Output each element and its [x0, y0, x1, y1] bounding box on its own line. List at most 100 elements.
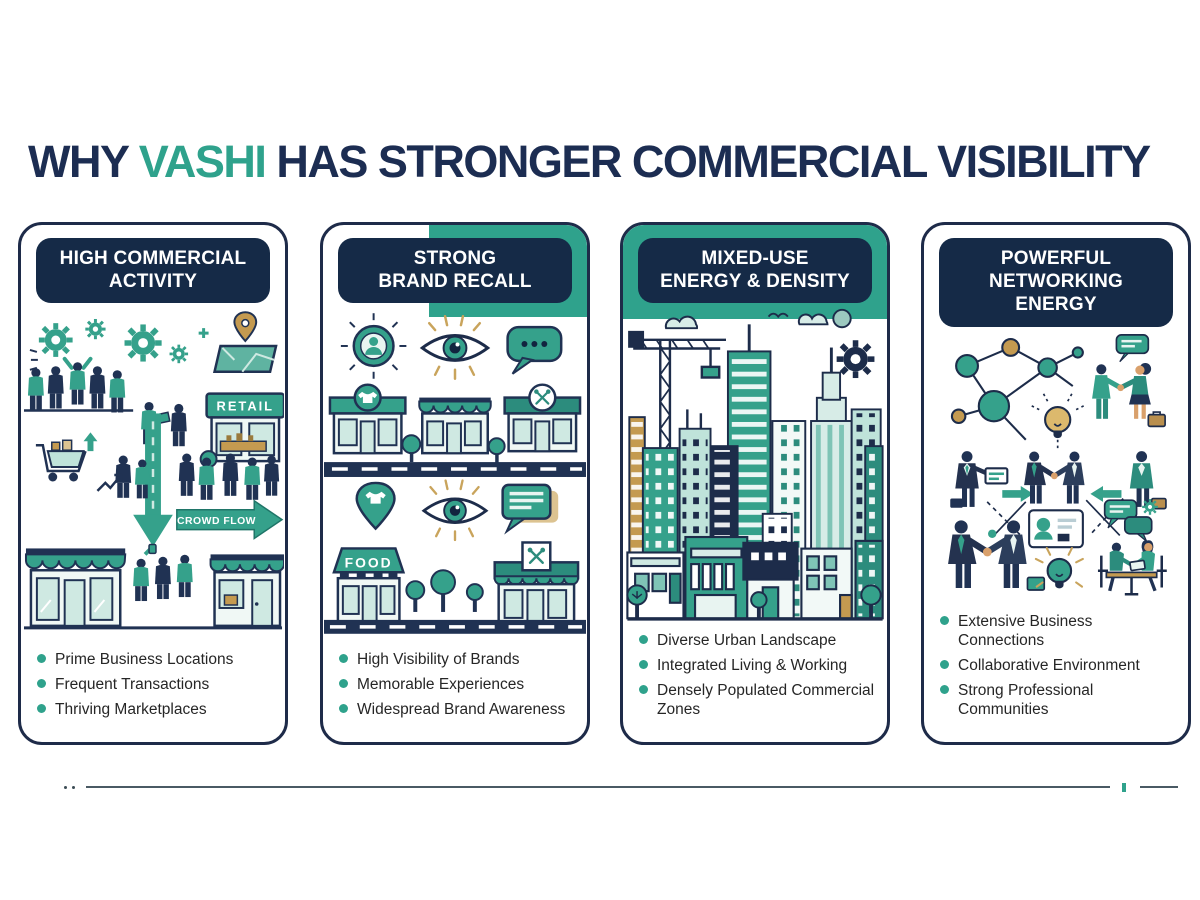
- bullet-text: Frequent Transactions: [55, 676, 210, 694]
- card4-bullets: Extensive Business Connections Collabora…: [924, 605, 1188, 742]
- up-arrow-icon: [83, 432, 98, 452]
- bullet-dot: [37, 654, 46, 664]
- meeting-table-group: [1097, 539, 1167, 595]
- card2-illustration: FOOD: [323, 303, 587, 643]
- tshirt-storefront: [328, 383, 407, 455]
- bullet-item: Frequent Transactions: [37, 676, 275, 695]
- arrow-left-icon: [1090, 485, 1122, 502]
- bullet-dot: [940, 685, 949, 695]
- brand-recall-scene: FOOD: [324, 313, 586, 635]
- card4-header: POWERFUL NETWORKING ENERGY: [939, 238, 1173, 327]
- divider-dot: [64, 786, 67, 789]
- road-upper: [324, 462, 586, 478]
- card3-header: MIXED-USE ENERGY & DENSITY: [638, 238, 872, 304]
- awning-storefront: [418, 397, 492, 455]
- bullet-text: Diverse Urban Landscape: [657, 632, 837, 650]
- card-high-commercial-activity: HIGH COMMERCIAL ACTIVITY: [18, 222, 288, 745]
- bullet-dot: [639, 685, 648, 695]
- bullet-item: Collaborative Environment: [940, 657, 1178, 676]
- title-pre: WHY: [28, 136, 139, 187]
- food-storefront: FOOD: [332, 547, 406, 624]
- id-card-icon: [1028, 508, 1084, 548]
- utensils-storefront: [493, 541, 580, 626]
- gear-icon: [837, 341, 875, 379]
- bullet-dot: [37, 679, 46, 689]
- card-mixed-use-energy-density: MIXED-USE ENERGY & DENSITY: [620, 222, 890, 745]
- notification-card-icon: [501, 483, 559, 535]
- bird-icon: [767, 313, 789, 319]
- retail-label: RETAIL: [217, 399, 275, 414]
- businessman-right: [1129, 450, 1167, 509]
- bullet-text: Widespread Brand Awareness: [357, 701, 566, 719]
- bullet-text: Strong Professional Communities: [958, 682, 1094, 719]
- bullet-text: Thriving Marketplaces: [55, 701, 207, 719]
- tshirt-pin-icon: [355, 482, 396, 531]
- storefront-right: [209, 554, 284, 628]
- networking-scene: [925, 333, 1167, 595]
- card2-bullets: High Visibility of Brands Memorable Expe…: [323, 643, 587, 742]
- bullet-text: Memorable Experiences: [357, 676, 525, 694]
- card4-header-line1: POWERFUL: [1000, 248, 1112, 269]
- bullet-item: Diverse Urban Landscape: [639, 632, 877, 651]
- growth-arrow-icon: [96, 474, 123, 493]
- bullet-dot: [339, 679, 348, 689]
- card3-header-line2: ENERGY & DENSITY: [660, 271, 850, 293]
- arrow-right-icon: [1002, 485, 1034, 502]
- divider-line-short: [1140, 786, 1178, 788]
- page-title: WHY VASHI HAS STRONGER COMMERCIAL VISIBI…: [28, 136, 1151, 188]
- title-post: HAS STRONGER COMMERCIAL VISIBILITY: [265, 136, 1151, 187]
- card2-header-line2: BRAND RECALL: [378, 271, 532, 293]
- bullet-dot: [639, 635, 648, 645]
- people-group-upper: [23, 357, 187, 447]
- eye-icon: [420, 315, 490, 381]
- gear-icon-small: [1140, 497, 1159, 516]
- bullet-item: Integrated Living & Working: [639, 657, 877, 676]
- card3-illustration: [623, 303, 887, 624]
- card3-header-line1: MIXED-USE: [701, 248, 809, 269]
- street-trees: [626, 584, 882, 619]
- gears-icons: [29, 317, 209, 372]
- bullet-item: High Visibility of Brands: [339, 651, 577, 670]
- card1-header-line2: ACTIVITY: [108, 271, 198, 293]
- chat-bubbles-icon: [1103, 498, 1153, 542]
- food-utensils-storefront: [503, 383, 582, 453]
- city-skyline-scene: [626, 309, 884, 621]
- avatar-badge-icon: [340, 313, 407, 380]
- bullet-item: Memorable Experiences: [339, 676, 577, 695]
- commercial-activity-scene: RETAIL: [23, 311, 284, 630]
- network-graph: [950, 337, 1084, 441]
- storefront-left: [24, 548, 127, 628]
- card4-header-line3: ENERGY: [1015, 294, 1097, 316]
- bullet-item: Thriving Marketplaces: [37, 701, 275, 720]
- bullet-text: Densely Populated Commercial Zones: [657, 682, 875, 719]
- lightbulb-icon-teal: [1034, 546, 1084, 588]
- card-strong-brand-recall: STRONG BRAND RECALL: [320, 222, 590, 745]
- clouds: [664, 309, 852, 330]
- shopping-cart-icon: [35, 439, 87, 482]
- footer-divider: [64, 783, 1188, 792]
- bullet-text: Prime Business Locations: [55, 651, 234, 669]
- bullet-text: High Visibility of Brands: [357, 651, 520, 669]
- bullet-item: Prime Business Locations: [37, 651, 275, 670]
- bullet-text: Extensive Business Connections: [958, 613, 1093, 650]
- people-group-lower: [115, 453, 280, 501]
- connector-lines: [986, 497, 1124, 538]
- eye-icon: [422, 479, 488, 542]
- card1-illustration: RETAIL: [21, 303, 285, 643]
- briefcase-icon: [1026, 576, 1046, 591]
- down-arrow: [133, 413, 173, 547]
- title-highlight: VASHI: [138, 136, 267, 187]
- foreground-buildings: [626, 536, 884, 620]
- crowd-flow-arrow: CROWD FLOW: [176, 499, 284, 541]
- handshake-pair-top: [1092, 333, 1166, 427]
- handshake-pair-middle: [1024, 451, 1084, 503]
- card1-header: HIGH COMMERCIAL ACTIVITY: [36, 238, 270, 304]
- trees-group: [405, 569, 484, 613]
- bullet-item: Strong Professional Communities: [940, 682, 1178, 720]
- card1-bullets: Prime Business Locations Frequent Transa…: [21, 643, 285, 742]
- bullet-dot: [339, 704, 348, 714]
- card2-header: STRONG BRAND RECALL: [338, 238, 572, 304]
- map-pin-icon: [212, 311, 278, 374]
- card3-bullets: Diverse Urban Landscape Integrated Livin…: [623, 624, 887, 742]
